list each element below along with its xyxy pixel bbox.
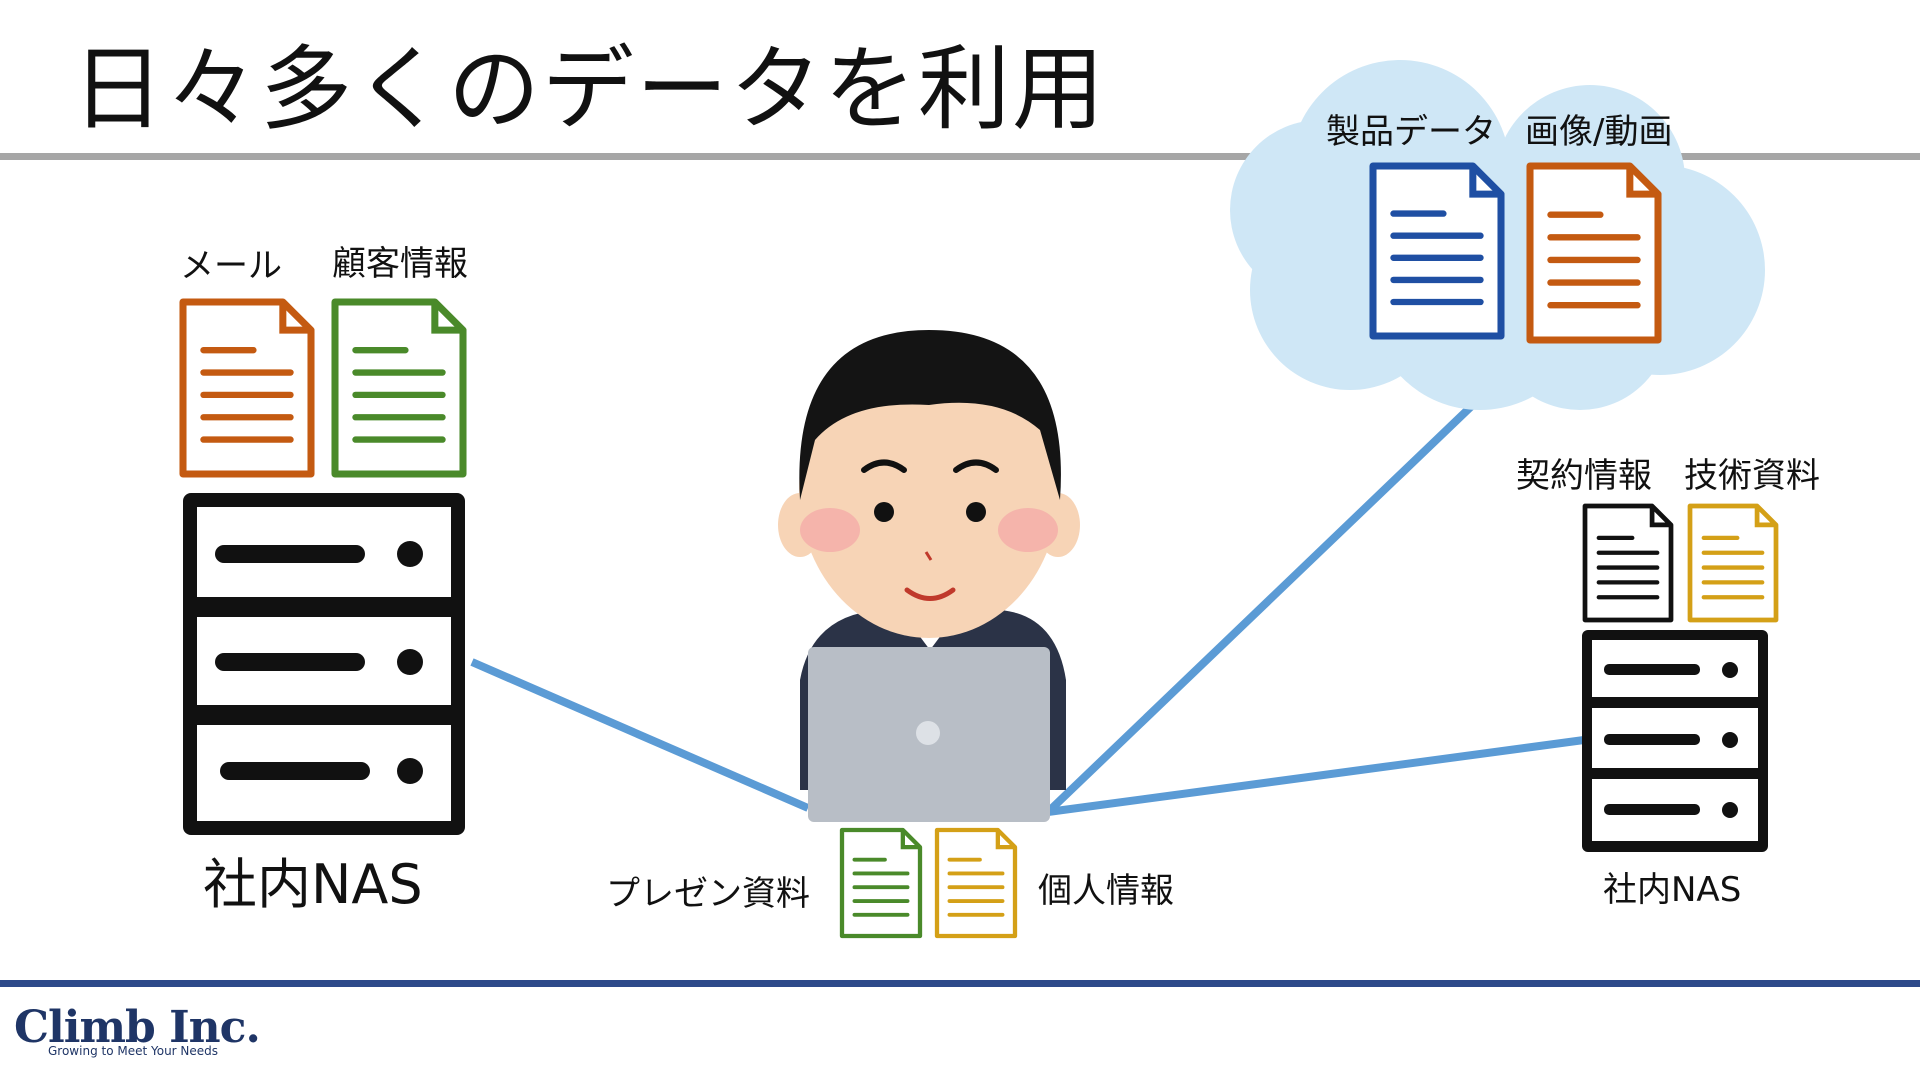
doc-label-personal-info: 個人情報 <box>1038 871 1174 911</box>
document-icon-presentation <box>842 830 920 936</box>
document-icon-product-data <box>1373 166 1501 336</box>
document-icon-image-video <box>1530 166 1658 340</box>
server-label-right: 社内NAS <box>1603 870 1741 910</box>
server-icon-right <box>1582 630 1768 852</box>
doc-label-email: メール <box>180 246 282 286</box>
connection-line-cloud <box>1048 398 1480 812</box>
doc-label-image-video: 画像/動画 <box>1525 112 1672 152</box>
doc-label-tech-docs: 技術資料 <box>1684 456 1820 496</box>
doc-label-presentation: プレゼン資料 <box>606 874 810 914</box>
document-icon-tech-docs <box>1690 506 1776 620</box>
doc-label-product-data: 製品データ <box>1326 112 1496 152</box>
document-icon-email <box>183 302 311 474</box>
server-label-left: 社内NAS <box>203 855 423 915</box>
connection-line-right-nas <box>1048 740 1584 812</box>
doc-label-contract-info: 契約情報 <box>1516 456 1652 496</box>
document-icon-contract-info <box>1585 506 1671 620</box>
document-icon-customer-info <box>335 302 463 474</box>
doc-label-customer-info: 顧客情報 <box>332 244 468 284</box>
server-icon-left <box>183 493 465 835</box>
connection-line-left-nas <box>472 662 808 808</box>
document-icon-personal-info <box>937 830 1015 936</box>
company-tagline: Growing to Meet Your Needs <box>48 1044 218 1058</box>
footer-divider <box>0 980 1920 987</box>
person-icon <box>778 330 1080 822</box>
